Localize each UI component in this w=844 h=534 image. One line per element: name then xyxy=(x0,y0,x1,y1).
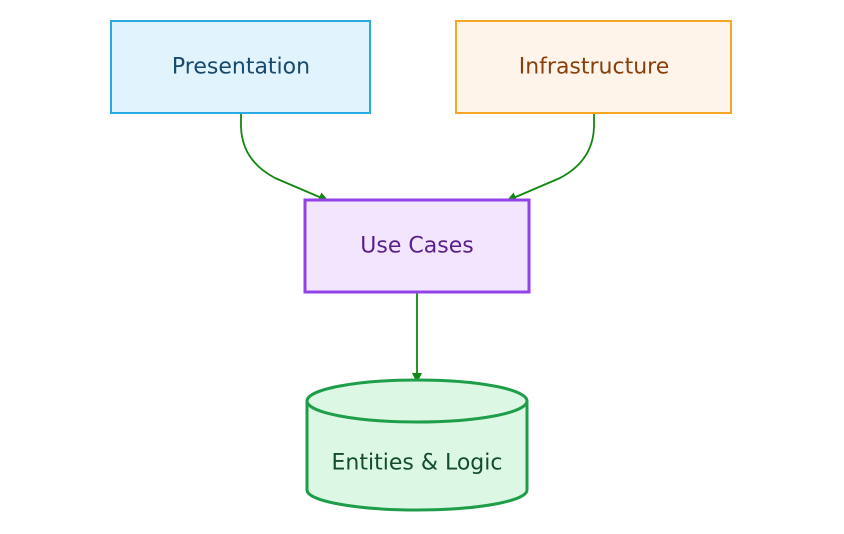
node-presentation[interactable]: Presentation xyxy=(110,20,371,114)
edge-presentation-to-usecases xyxy=(240,114,329,202)
node-infrastructure[interactable]: Infrastructure xyxy=(455,20,732,114)
node-entities-cylinder-top xyxy=(305,378,529,424)
node-infrastructure-box xyxy=(455,20,732,114)
node-entities-cylinder-body xyxy=(305,401,529,512)
node-usecases-label: Use Cases xyxy=(360,234,473,259)
node-infrastructure-label: Infrastructure xyxy=(519,55,670,80)
node-presentation-box xyxy=(110,20,371,114)
node-entities-label: Entities & Logic xyxy=(332,451,503,476)
node-presentation-label: Presentation xyxy=(172,55,310,80)
edge-infrastructure-to-usecases xyxy=(506,114,595,202)
node-entities[interactable]: Entities & Logic xyxy=(305,378,529,512)
node-usecases[interactable]: Use Cases xyxy=(303,198,531,294)
node-usecases-box xyxy=(303,198,531,294)
